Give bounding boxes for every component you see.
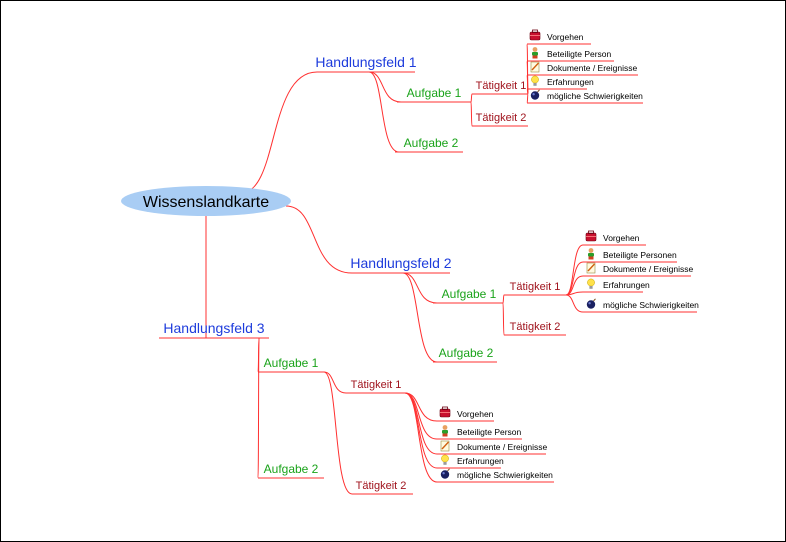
connector-hf3-detail5	[404, 392, 438, 483]
hf2-taetigkeit-2-label: Tätigkeit 2	[510, 321, 561, 333]
hf3-taetigkeit-2-label: Tätigkeit 2	[356, 480, 407, 492]
lightbulb-icon	[531, 75, 539, 86]
connector-hf2-taetigkeit2	[502, 302, 505, 336]
hf2-aufgabe-2-label: Aufgabe 2	[439, 346, 494, 360]
document-icon	[440, 440, 450, 452]
connector-hf3-taetigkeit1	[323, 371, 347, 394]
person-icon	[532, 47, 538, 59]
connector-hf2-taetigkeit1	[502, 294, 505, 304]
lightbulb-icon	[587, 278, 595, 289]
hf3-detail-1-label: Vorgehen	[457, 409, 494, 419]
hf1-detail-4-label: Erfahrungen	[547, 77, 594, 87]
hf2-detail-1-label: Vorgehen	[603, 233, 640, 243]
document-icon	[530, 61, 540, 73]
connector-hf1-detail5	[526, 93, 529, 104]
connector-hf2-aufgabe1	[402, 272, 438, 304]
topic-nodes: Handlungsfeld 1 Aufgabe 1 Tätigkeit 1 Vorge…	[163, 29, 699, 492]
hf1-taetigkeit-1-label: Tätigkeit 1	[476, 80, 527, 92]
hf3-detail-4-label: Erfahrungen	[457, 456, 504, 466]
connector-hf2-detail1	[565, 244, 584, 296]
bomb-icon	[530, 89, 540, 100]
central-topic-label: Wissenslandkarte	[143, 194, 269, 211]
connector-hf2-aufgabe2	[402, 272, 438, 363]
hf3-taetigkeit-1-label: Tätigkeit 1	[351, 379, 402, 391]
hf2-aufgabe-1-label: Aufgabe 1	[442, 287, 497, 301]
hf2-taetigkeit-1-label: Tätigkeit 1	[510, 281, 561, 293]
handlungsfeld-1-label: Handlungsfeld 1	[315, 54, 416, 70]
connector-hf2-detail5	[565, 294, 584, 313]
bomb-icon	[586, 298, 596, 309]
hf3-detail-3-label: Dokumente / Ereignisse	[457, 442, 548, 452]
hf2-detail-2-label: Beteiligte Personen	[603, 250, 677, 260]
central-topic[interactable]: Wissenslandkarte	[121, 186, 291, 216]
hf1-detail-1-label: Vorgehen	[547, 32, 584, 42]
connector-center-hf1	[240, 71, 318, 194]
briefcase-icon	[439, 406, 451, 418]
connector-hf2-detail2	[565, 261, 584, 296]
central-topic-shape	[121, 186, 291, 216]
hf3-aufgabe-2-label: Aufgabe 2	[264, 462, 319, 476]
connector-hf3-aufgabe2	[257, 337, 260, 479]
connector-hf1-taetigkeit2	[470, 101, 473, 127]
hf2-detail-5-label: mögliche Schwierigkeiten	[603, 300, 699, 310]
lightbulb-icon	[441, 454, 449, 465]
hf1-aufgabe-2-label: Aufgabe 2	[404, 136, 459, 150]
hf3-detail-2-label: Beteiligte Person	[457, 427, 522, 437]
person-icon	[442, 425, 448, 437]
briefcase-icon	[585, 230, 597, 242]
connector-hf1-aufgabe2	[368, 71, 400, 153]
bomb-icon	[440, 468, 450, 479]
connector-hf3-detail3	[404, 392, 438, 455]
document-icon	[586, 262, 596, 274]
handlungsfeld-2-label: Handlungsfeld 2	[350, 255, 451, 271]
hf1-taetigkeit-2-label: Tätigkeit 2	[476, 112, 527, 124]
handlungsfeld-3-label: Handlungsfeld 3	[163, 320, 264, 336]
hf2-detail-3-label: Dokumente / Ereignisse	[603, 264, 694, 274]
hf3-detail-5-label: mögliche Schwierigkeiten	[457, 470, 553, 480]
hf3-aufgabe-1-label: Aufgabe 1	[264, 356, 319, 370]
hf1-detail-2-label: Beteiligte Person	[547, 49, 612, 59]
connector-lines	[159, 43, 697, 495]
connector-hf3-taetigkeit2	[323, 371, 353, 495]
connector-center-hf2	[285, 205, 353, 274]
hf1-aufgabe-1-label: Aufgabe 1	[407, 86, 462, 100]
person-icon	[588, 248, 594, 260]
connector-hf1-aufgabe1	[368, 71, 402, 103]
briefcase-icon	[529, 29, 541, 41]
hf1-detail-3-label: Dokumente / Ereignisse	[547, 63, 638, 73]
connector-hf1-taetigkeit1	[470, 93, 473, 103]
hf2-detail-4-label: Erfahrungen	[603, 280, 650, 290]
hf1-detail-5-label: mögliche Schwierigkeiten	[547, 91, 643, 101]
